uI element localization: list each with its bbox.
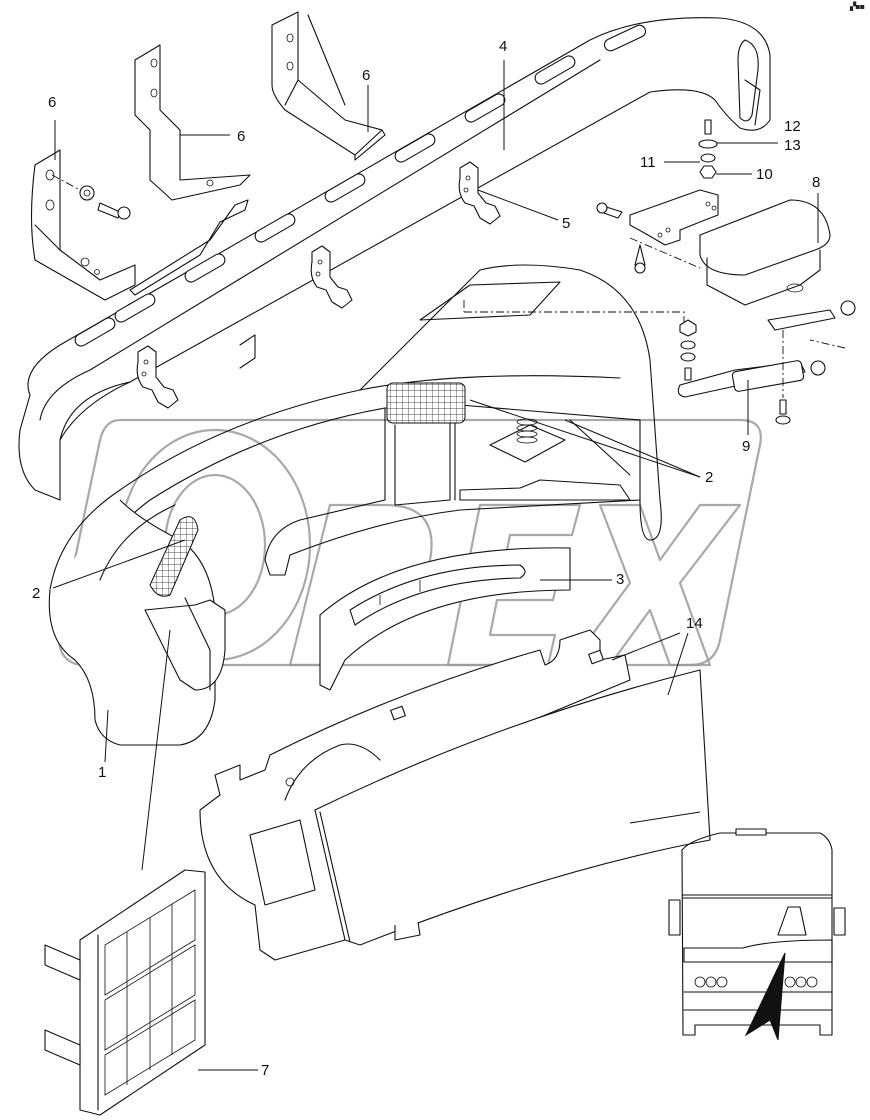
- corner-mark: ▞▪▪: [850, 2, 865, 11]
- callout-2: 2: [705, 469, 713, 486]
- part-6-bracket-center: [134, 44, 251, 201]
- fasteners-10-13: [698, 119, 718, 179]
- dashboard-body: [48, 264, 662, 746]
- locator-arrow-icon: [744, 952, 786, 1041]
- callout-6: 6: [362, 67, 370, 84]
- part-5-latches: [136, 161, 501, 409]
- callout-2: 2: [32, 585, 40, 602]
- callout-9: 9: [742, 438, 750, 455]
- callout-labels: 6 6 6 4 5 12 13 11 10 8 9 2 2 3 14 1 7: [32, 38, 820, 1079]
- part-6-bracket-left: [30, 149, 249, 301]
- callout-3: 3: [616, 571, 624, 588]
- rail-slots: [74, 24, 647, 347]
- headlights: [694, 976, 818, 988]
- part-8-box: [699, 199, 831, 306]
- part-7-grille: [44, 869, 206, 1116]
- callout-6: 6: [48, 94, 56, 111]
- callout-5: 5: [562, 215, 570, 232]
- callout-13: 13: [784, 137, 801, 154]
- callout-1: 1: [98, 764, 106, 781]
- callout-10: 10: [756, 166, 773, 183]
- leader-lines: [52, 60, 819, 1071]
- callout-12: 12: [784, 118, 801, 135]
- part-4-top-rail: [18, 17, 771, 501]
- callout-6: 6: [237, 128, 245, 145]
- callout-14: 14: [686, 615, 703, 632]
- locator-coach-front: [629, 811, 846, 1041]
- vent-left: [149, 516, 199, 597]
- part-6-bracket-right: [271, 11, 386, 161]
- part-3-trim: [319, 547, 571, 691]
- part-14-panel: [199, 629, 711, 961]
- grille-cells: [104, 889, 196, 1096]
- vent-center: [386, 382, 466, 424]
- callout-7: 7: [261, 1062, 269, 1079]
- callout-4: 4: [499, 38, 507, 55]
- part-9-strut: [677, 300, 856, 425]
- callout-8: 8: [812, 174, 820, 191]
- callout-11: 11: [640, 154, 656, 171]
- bracket-hinge: [596, 189, 719, 274]
